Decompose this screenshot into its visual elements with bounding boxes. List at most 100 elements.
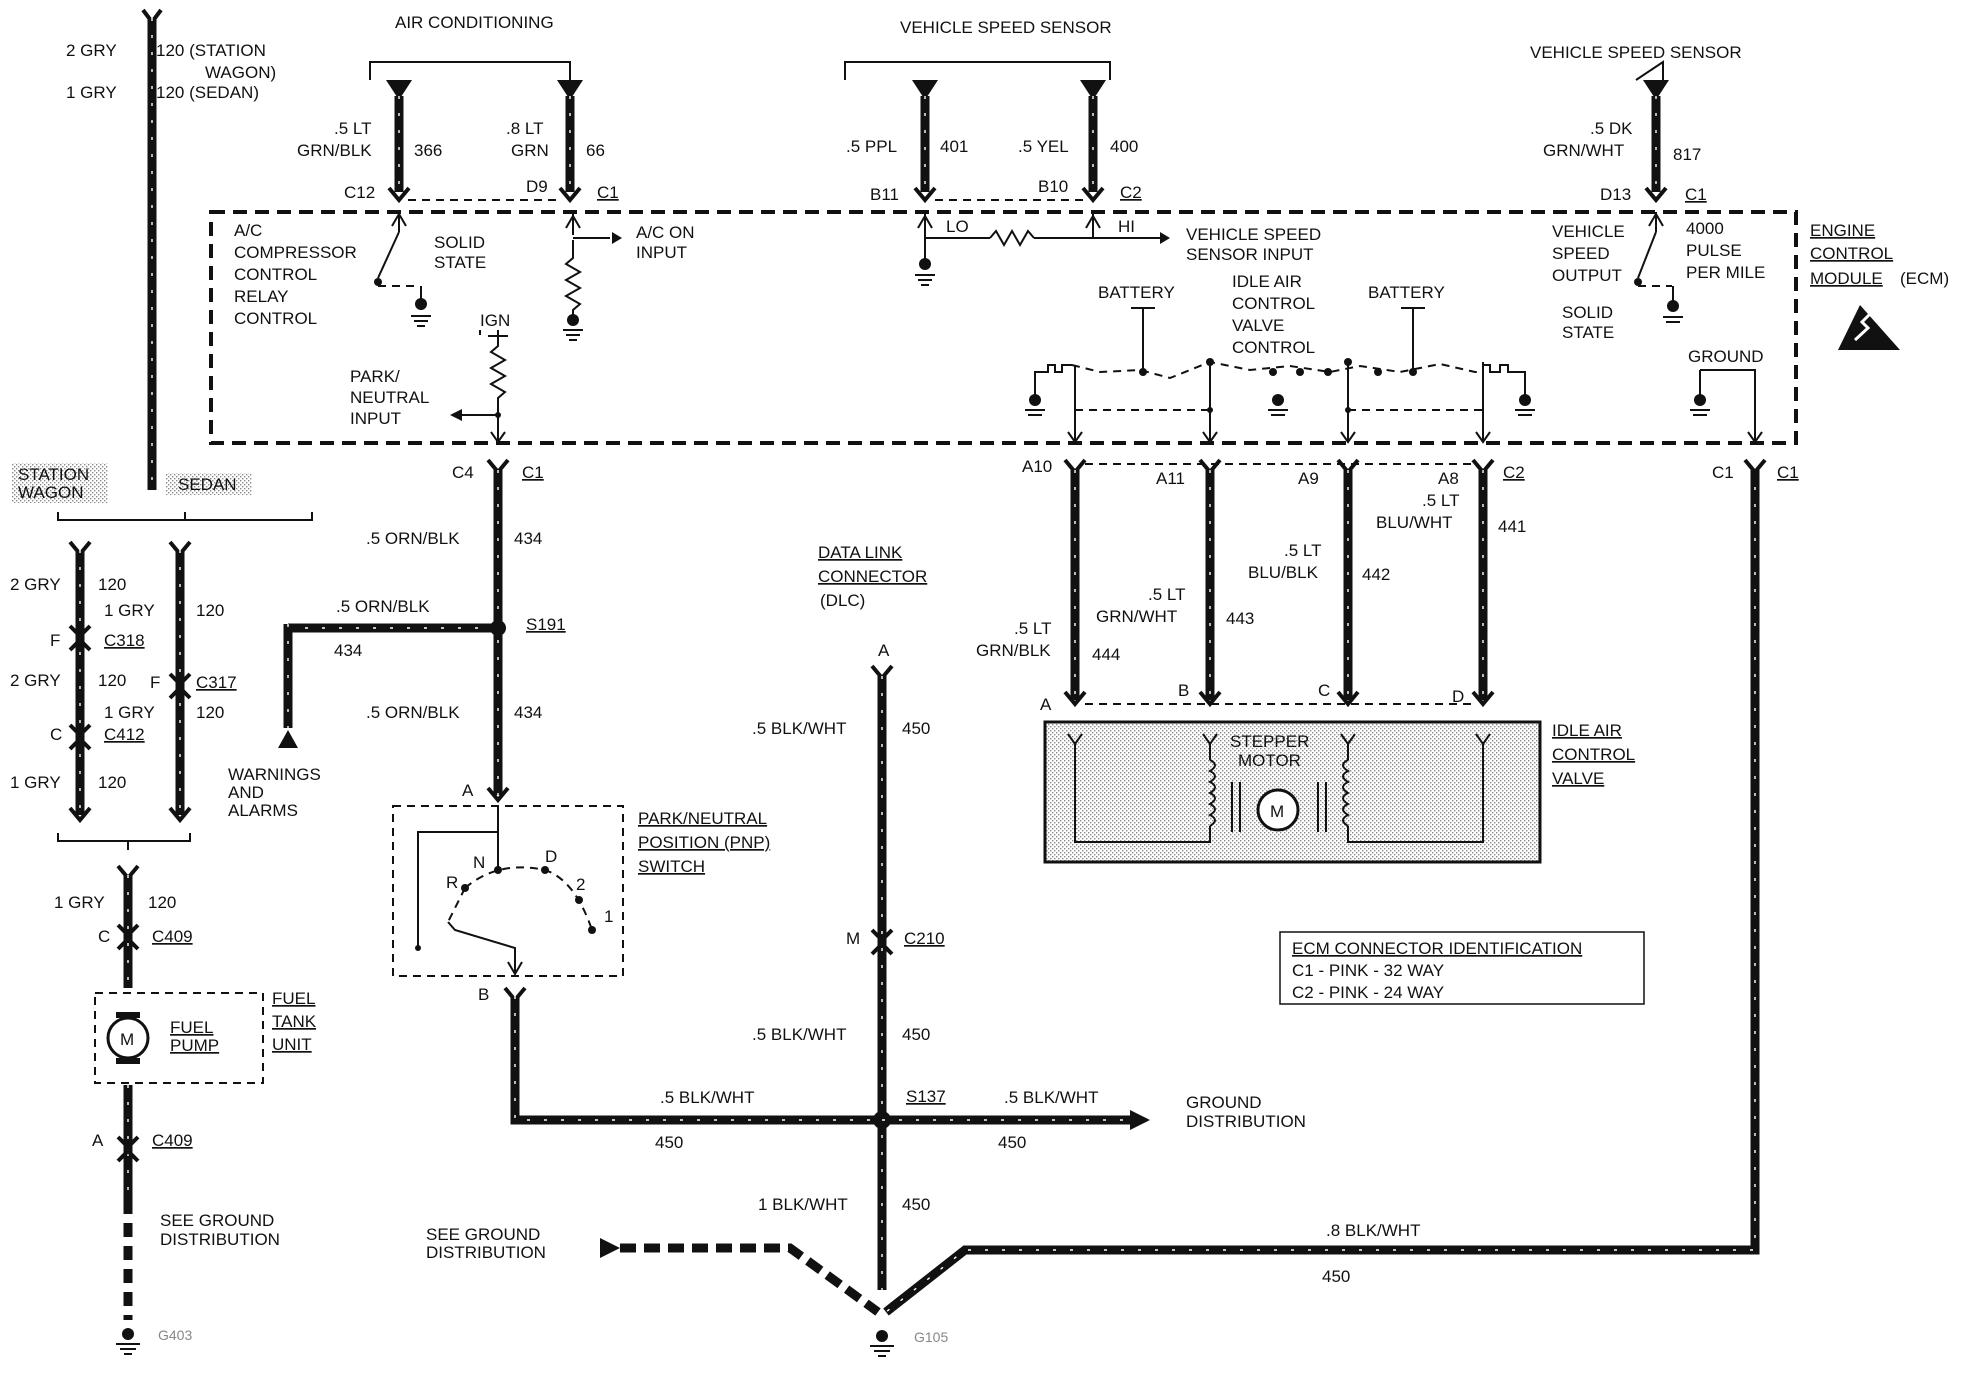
ecm-solid-label-2: STATE [434, 253, 486, 272]
fuel-pump-label-1: FUEL [170, 1018, 213, 1037]
ecm-vss-input-label-2: SENSOR INPUT [1186, 245, 1314, 264]
ecm-vss-out-label-3: OUTPUT [1552, 266, 1622, 285]
ecm-vss-input-label-1: VEHICLE SPEED [1186, 225, 1321, 244]
gear-1: 1 [604, 907, 613, 926]
ecm-ac-label-3: CONTROL [234, 265, 317, 284]
pin-c: C [50, 725, 62, 744]
ecm-ac-label-1: A/C [234, 221, 262, 240]
pin-d13: D13 [1600, 185, 1631, 204]
pnp-label-2: POSITION (PNP) [638, 833, 770, 852]
w443-color: GRN/WHT [1096, 607, 1177, 626]
s137-label: S137 [906, 1087, 946, 1106]
pnp-label-1: PARK/NEUTRAL [638, 809, 767, 828]
tank-label-2: TANK [272, 1012, 317, 1031]
iac-valve [1043, 720, 1542, 864]
ecm-solid-label-1: SOLID [434, 233, 485, 252]
ground-dist-label-1: GROUND [1186, 1093, 1262, 1112]
w444-color: GRN/BLK [976, 641, 1051, 660]
iac-wire-442 [1336, 458, 1360, 708]
wire-366-color: GRN/BLK [297, 141, 372, 160]
ecm-pn-label-3: INPUT [350, 409, 401, 428]
w450f-num: 450 [1322, 1267, 1350, 1286]
see-ground-1: SEE GROUND [160, 1211, 274, 1230]
see-ground-mid-2: DISTRIBUTION [426, 1243, 546, 1262]
ecm-lo-label: LO [946, 217, 969, 236]
w450c-label: .5 BLK/WHT [660, 1088, 754, 1107]
ecm-ppm-label-1: 4000 [1686, 219, 1724, 238]
f-gauge: 1 GRY [54, 893, 105, 912]
gear-d: D [545, 847, 557, 866]
wire-66-color: GRN [511, 141, 549, 160]
ecm-acon-label-2: INPUT [636, 243, 687, 262]
w443-size: .5 LT [1148, 585, 1185, 604]
tank-label-1: FUEL [272, 989, 315, 1008]
connector-c317 [168, 672, 192, 700]
ecm-module: A/C COMPRESSOR CONTROL RELAY CONTROL SOL… [209, 210, 1949, 445]
ecm-acon-label-1: A/C ON [636, 223, 695, 242]
ident-row-1: C1 - PINK - 32 WAY [1292, 961, 1444, 980]
ecm-name-2: CONTROL [1810, 244, 1893, 263]
wire-817-size: .5 DK [1590, 119, 1633, 138]
ecm-ss-label-1: SOLID [1562, 303, 1613, 322]
iac-name-1: IDLE AIR [1552, 721, 1622, 740]
pin-c1-right: C1 [1712, 463, 1734, 482]
wire-66-num: 66 [586, 141, 605, 160]
vss2-title: VEHICLE SPEED SENSOR [1530, 43, 1742, 62]
fuel-pump-circuit: 2 GRY 120 (STATION WAGON) 1 GRY 120 (SED… [10, 8, 317, 1355]
pin-f-2: F [150, 673, 160, 692]
ecm-vss-out-label-2: SPEED [1552, 244, 1610, 263]
c210-label: C210 [904, 929, 945, 948]
w120-sw-gauge: 2 GRY [66, 41, 117, 60]
dlc-label-2: CONNECTOR [818, 567, 927, 586]
g105-label: G105 [914, 1329, 948, 1345]
connector-c409-top [116, 923, 140, 951]
vss-input-circuit [915, 212, 1170, 286]
top-circuits: AIR CONDITIONING VEHICLE SPEED SENSOR VE… [297, 13, 1742, 204]
pin-a8: A8 [1438, 469, 1459, 488]
pin-b11: B11 [870, 185, 899, 204]
w450b-label: .5 BLK/WHT [752, 1025, 846, 1044]
c318-label: C318 [104, 631, 145, 650]
w120-sw2: WAGON) [205, 63, 276, 82]
s191-label: S191 [526, 615, 566, 634]
ecm-name-4: (ECM) [1900, 269, 1949, 288]
conn-c1-b: C1 [1685, 185, 1707, 204]
pin-a-left: A [92, 1131, 104, 1150]
ecm-iac-label-1: IDLE AIR [1232, 272, 1302, 291]
mid-conn-c1: C1 [522, 463, 544, 482]
ecm-name-1: ENGINE [1810, 221, 1875, 240]
splice-s191 [490, 620, 506, 636]
iac-conn-c1: C1 [1777, 463, 1799, 482]
sedan-label: SEDAN [178, 475, 237, 494]
ecm-battery-label-1: BATTERY [1098, 283, 1175, 302]
connector-c318 [68, 624, 92, 652]
w450c-num: 450 [655, 1133, 683, 1152]
dlc-label-3: (DLC) [820, 591, 865, 610]
ident-row-2: C2 - PINK - 24 WAY [1292, 983, 1444, 1002]
w434b-label: .5 ORN/BLK [336, 597, 430, 616]
iac-driver-circuit [1025, 307, 1535, 444]
ecm-battery-label-2: BATTERY [1368, 283, 1445, 302]
ecm-ac-label-2: COMPRESSOR [234, 243, 357, 262]
c-num: 120 [98, 671, 126, 690]
ecm-pn-label-2: NEUTRAL [350, 388, 429, 407]
connector-c210 [870, 928, 894, 956]
pin-b10: B10 [1038, 177, 1068, 196]
pin-c-2: C [98, 927, 110, 946]
w434b-num: 434 [334, 641, 362, 660]
tank-label-3: UNIT [272, 1035, 312, 1054]
esd-warning-icon [1838, 305, 1900, 350]
pin-m: M [846, 929, 860, 948]
pin-a10: A10 [1022, 457, 1052, 476]
b-num: 120 [196, 601, 224, 620]
ecm-iac-label-4: CONTROL [1232, 338, 1315, 357]
c317-label: C317 [196, 673, 237, 692]
station-label: STATION [18, 465, 89, 484]
wire-817-color: GRN/WHT [1543, 141, 1624, 160]
see-ground-2: DISTRIBUTION [160, 1230, 280, 1249]
ecm-hi-label: HI [1118, 217, 1135, 236]
w450e-num: 450 [902, 1195, 930, 1214]
w450a-label: .5 BLK/WHT [752, 719, 846, 738]
wire-366-size: .5 LT [334, 119, 371, 138]
